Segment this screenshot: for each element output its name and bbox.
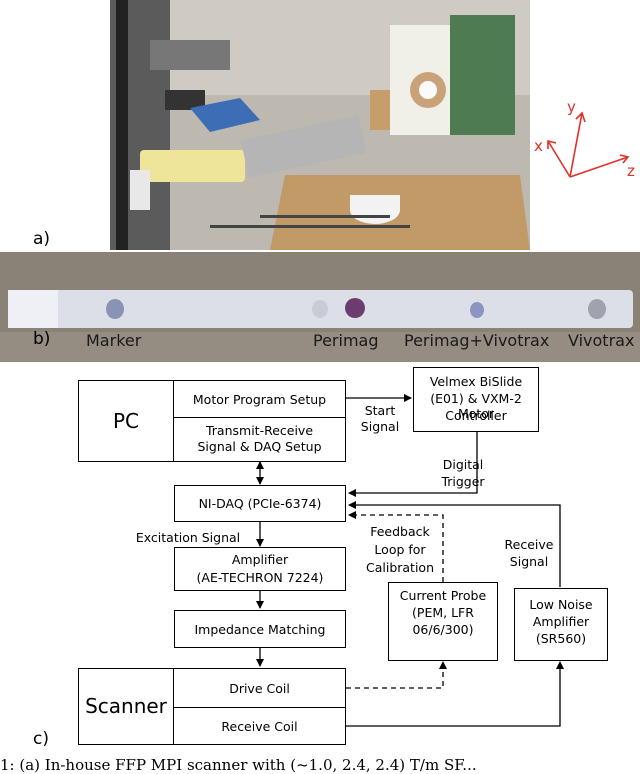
start-signal-line-2: Signal xyxy=(360,419,400,434)
nidaq-label: NI-DAQ (PCIe-6374) xyxy=(198,496,322,511)
impedance-label: Impedance Matching xyxy=(194,621,326,637)
feedback-line-3: Calibration xyxy=(365,560,434,575)
start-signal-line-1: Start xyxy=(364,403,396,418)
phantom-photo xyxy=(0,252,640,362)
lna-box xyxy=(514,588,608,661)
lna-line-1: Low Noise xyxy=(529,597,593,612)
nidaq-box xyxy=(174,485,346,522)
sample-label-vivotrax: Vivotrax xyxy=(568,331,635,350)
lna-line-2: Amplifier xyxy=(532,614,590,629)
axes-diagram xyxy=(547,111,630,178)
digital-trigger-line-2: Trigger xyxy=(441,474,485,489)
axis-label-y: y xyxy=(567,98,576,116)
drive-coil-box xyxy=(173,668,346,708)
trx-setup-line-1: Transmit-Receive xyxy=(205,423,314,438)
panel-label-c: c) xyxy=(33,729,49,749)
motor-program-setup: Motor Program Setup xyxy=(192,391,327,407)
sample-label-perimag: Perimag xyxy=(313,331,379,350)
digital-trigger-line-1: Digital xyxy=(442,457,484,472)
trx-setup-line-2: Signal & DAQ Setup xyxy=(197,439,322,454)
trx-setup-box xyxy=(173,417,346,462)
velmex-box xyxy=(413,367,539,432)
amplifier-box xyxy=(174,547,346,591)
drive-coil-label: Drive Coil xyxy=(229,680,290,696)
phantom-photo-illustration xyxy=(0,252,640,362)
scanner-label: Scanner xyxy=(85,694,167,718)
axis-label-x: x xyxy=(534,137,543,155)
panel-label-b: b) xyxy=(33,329,51,349)
excitation-signal-label: Excitation Signal xyxy=(135,530,241,545)
impedance-box xyxy=(174,610,346,648)
velmex-line-3: Controller xyxy=(445,408,507,423)
receive-signal-line-1: Receive xyxy=(504,537,554,552)
current-probe-line-2: (PEM, LFR xyxy=(412,605,474,620)
amplifier-line-2: (AE-TECHRON 7224) xyxy=(196,570,324,585)
scanner-photo xyxy=(110,0,530,250)
sample-label-perimag-vivotrax: Perimag+Vivotrax xyxy=(404,331,550,350)
axis-label-z: z xyxy=(627,162,635,180)
figure-caption: 1: (a) In-house FFP MPI scanner with (~1… xyxy=(0,756,477,774)
current-probe-line-1: Current Probe xyxy=(399,588,487,603)
receive-signal-line-2: Signal xyxy=(509,554,549,569)
receive-coil-box xyxy=(173,707,346,745)
current-probe-line-3: 06/6/300) xyxy=(412,622,474,637)
scanner-photo-illustration xyxy=(110,0,530,250)
panel-label-a: a) xyxy=(33,229,51,249)
current-probe-box xyxy=(388,582,498,661)
pc-label: PC xyxy=(112,408,140,433)
velmex-line-2: (E01) & VXM-2 Motor xyxy=(430,391,522,421)
receive-coil-label: Receive Coil xyxy=(221,718,298,734)
sample-label-marker: Marker xyxy=(86,331,142,350)
lna-line-3: (SR560) xyxy=(535,631,587,646)
amplifier-line-1: Amplifier xyxy=(231,552,289,567)
velmex-line-1: Velmex BiSlide xyxy=(429,374,523,389)
feedback-line-2: Loop for xyxy=(374,542,426,557)
feedback-line-1: Feedback xyxy=(370,524,430,539)
